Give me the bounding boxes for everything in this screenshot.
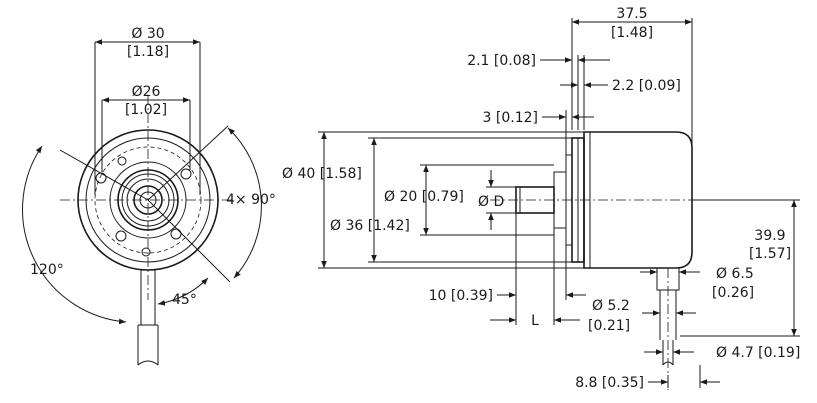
side-view: 37.5 [1.48] 2.1 [0.08] 2.2 [0.09] 3 [0.1…: [282, 6, 800, 391]
angle-45-label: 45°: [172, 292, 197, 308]
mounting-hole: [115, 230, 127, 242]
dim-total-label-in: [1.48]: [611, 25, 653, 41]
angle-120-arc: [22, 145, 127, 325]
mounting-hole: [180, 168, 192, 180]
front-hub-inner: [126, 178, 170, 222]
angle-4x90-arc: [227, 127, 262, 279]
dim-shaftl-label: L: [531, 313, 539, 329]
dim-dia40-label: Ø 40 [1.58]: [282, 166, 362, 182]
dim-cable52-label-in: [0.21]: [588, 318, 630, 334]
dim-shaft10-label: 10 [0.39]: [429, 288, 493, 304]
front-view: Ø 30 [1.18] Ø26 [1.02] 120° 4× 90° 45°: [22, 26, 276, 366]
dim-cable52-label: Ø 5.2: [592, 298, 630, 314]
front-bolt-circle: [94, 146, 202, 254]
dim-outer-label: Ø 30: [131, 26, 164, 42]
dim-cablepos-label-in: [1.57]: [749, 246, 791, 262]
side-shaft: [515, 186, 555, 214]
dim-gap22-label: 2.2 [0.09]: [612, 78, 681, 94]
mounting-hole: [141, 247, 151, 257]
front-angle-line: [59, 149, 149, 201]
dim-outer-label-in: [1.18]: [127, 44, 169, 60]
dim-cable65-label-in: [0.26]: [712, 285, 754, 301]
mounting-hole: [170, 228, 182, 240]
dim-inner-label: Ø26: [132, 84, 161, 100]
dim-inner-label-in: [1.02]: [125, 102, 167, 118]
dim-cablepos-label: 39.9: [754, 228, 785, 244]
dim-cable47-label: Ø 4.7 [0.19]: [716, 345, 800, 361]
front-cable-break: [137, 360, 159, 366]
front-shaft: [139, 191, 157, 209]
angle-4x90-label: 4× 90°: [226, 192, 276, 208]
dim-diad-label: Ø D: [478, 194, 504, 210]
front-angle-line: [147, 199, 231, 283]
front-shaft-bore: [133, 185, 163, 215]
dim-dia20-label: Ø 20 [0.79]: [384, 189, 464, 205]
front-angle-line: [147, 125, 229, 201]
dim-gap3-label: 3 [0.12]: [483, 110, 538, 126]
angle-45-arc: [157, 277, 209, 306]
dim-cable65-label: Ø 6.5: [716, 266, 754, 282]
mounting-hole: [117, 156, 127, 166]
dim-dia36-label: Ø 36 [1.42]: [330, 218, 410, 234]
angle-120-label: 120°: [30, 262, 64, 278]
dim-gap21-label: 2.1 [0.08]: [467, 53, 536, 69]
dim-cable88-label: 8.8 [0.35]: [575, 375, 644, 391]
side-housing: [583, 131, 693, 269]
mounting-hole: [95, 172, 107, 184]
dim-total-label: 37.5: [616, 6, 647, 22]
